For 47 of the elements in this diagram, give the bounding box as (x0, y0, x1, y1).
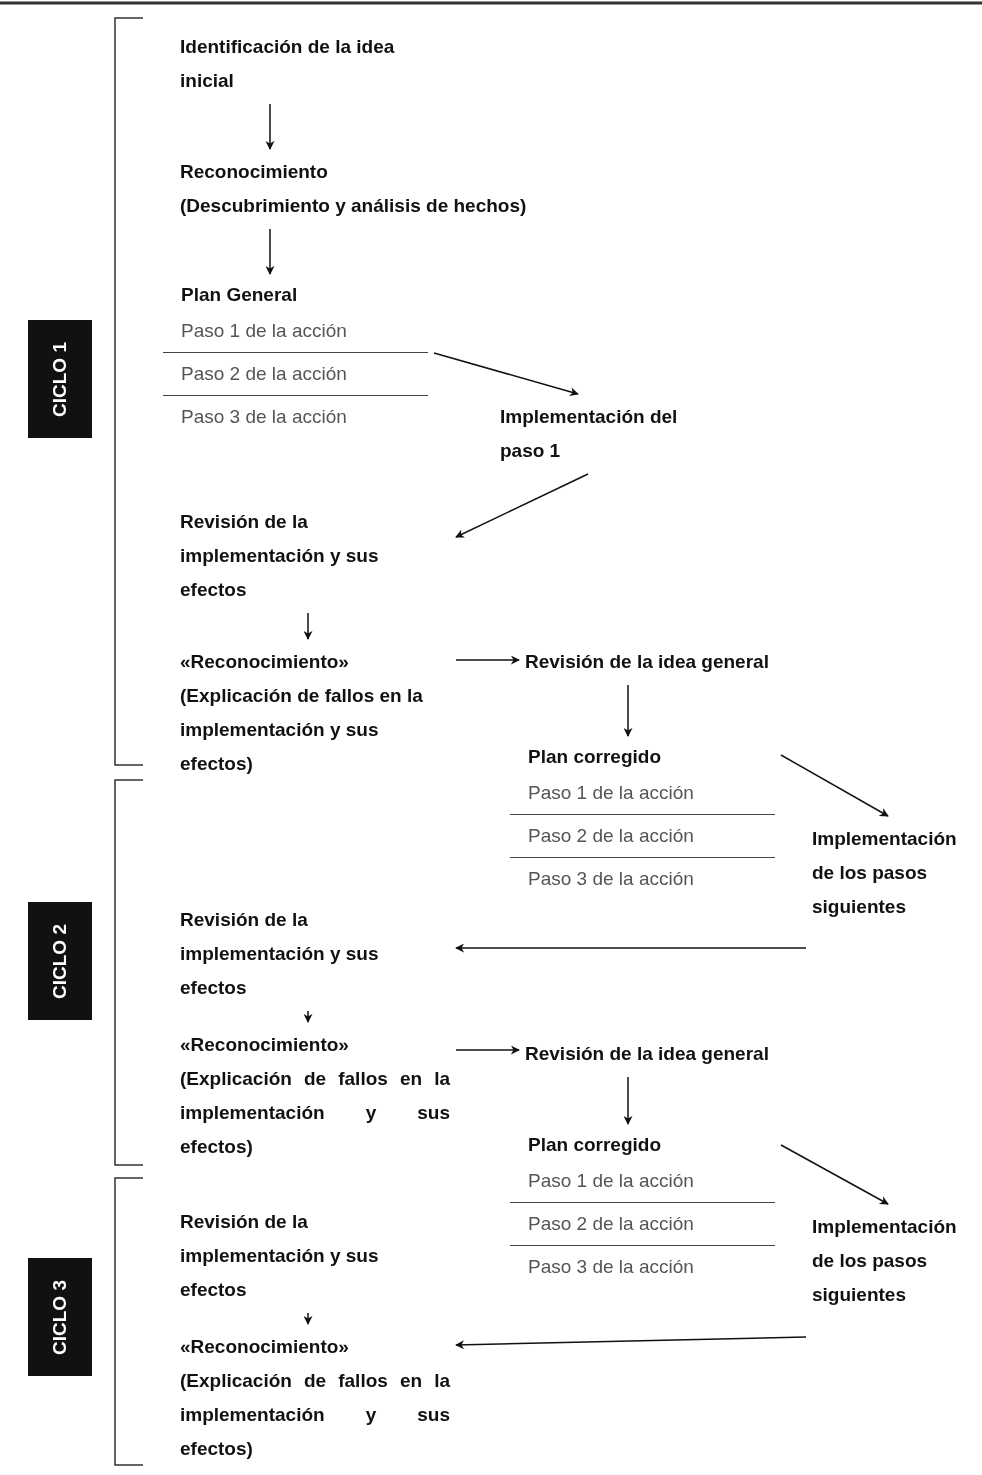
heading-text: «Reconocimiento» (180, 1335, 350, 1359)
arrow (303, 1010, 313, 1023)
cycle-label: CICLO 2 (28, 902, 92, 1020)
step-text: Revisión de la implementación y sus efectos (180, 505, 450, 607)
action-step: Paso 3 de la acción (510, 857, 775, 900)
arrow (265, 228, 275, 275)
plan-heading: Plan corregido (527, 1133, 663, 1157)
step-text: Revisión de la implementación y sus efectos (180, 903, 450, 1005)
paragraph-text: (Descubrimiento y análisis de hechos) (180, 194, 528, 218)
step-text: Revisión de la idea general (525, 1037, 815, 1071)
arrow (455, 473, 589, 538)
arrow (455, 943, 807, 953)
arrow (303, 1312, 313, 1325)
plan-heading: Plan corregido (527, 745, 663, 769)
heading-text: «Reconocimiento» (180, 1033, 350, 1057)
arrow (303, 612, 313, 640)
arrow (623, 1076, 633, 1125)
cycle-label: CICLO 3 (28, 1258, 92, 1376)
action-step: Paso 2 de la acción (163, 352, 428, 395)
action-step: Paso 2 de la acción (510, 1202, 775, 1245)
action-step: Paso 2 de la acción (510, 814, 775, 857)
arrow (780, 754, 889, 817)
step-text: Implementación del paso 1 (500, 400, 680, 468)
action-step: Paso 1 de la acción (510, 772, 775, 814)
paragraph-text: (Explicación de fallos en la implementación y sus efectos) (180, 1067, 450, 1159)
action-step: Paso 3 de la acción (163, 395, 428, 438)
heading-text: Reconocimiento (180, 160, 329, 184)
arrow (623, 684, 633, 737)
step-text: Revisión de la implementación y sus efectos (180, 1205, 450, 1307)
arrow (265, 103, 275, 150)
cycle-label: CICLO 1 (28, 320, 92, 438)
step-text: Revisión de la idea general (525, 645, 815, 679)
action-step: Paso 1 de la acción (163, 310, 428, 352)
arrow (780, 1144, 889, 1205)
action-step: Paso 3 de la acción (510, 1245, 775, 1288)
heading-text: «Reconocimiento» (180, 650, 350, 674)
plan-heading: Plan General (180, 283, 299, 307)
arrow (433, 352, 579, 397)
paragraph-text: (Explicación de fallos en la implementación y sus efectos) (180, 1369, 450, 1461)
step-text: Implementación de los pasos siguientes (812, 822, 972, 924)
arrow (455, 1045, 520, 1055)
arrow (455, 1336, 807, 1350)
action-step: Paso 1 de la acción (510, 1160, 775, 1202)
step-text: Identificación de la idea inicial (180, 30, 400, 98)
step-text: Implementación de los pasos siguientes (812, 1210, 972, 1312)
paragraph-text: (Explicación de fallos en la implementación y sus efectos) (180, 684, 424, 776)
arrow (455, 655, 520, 665)
